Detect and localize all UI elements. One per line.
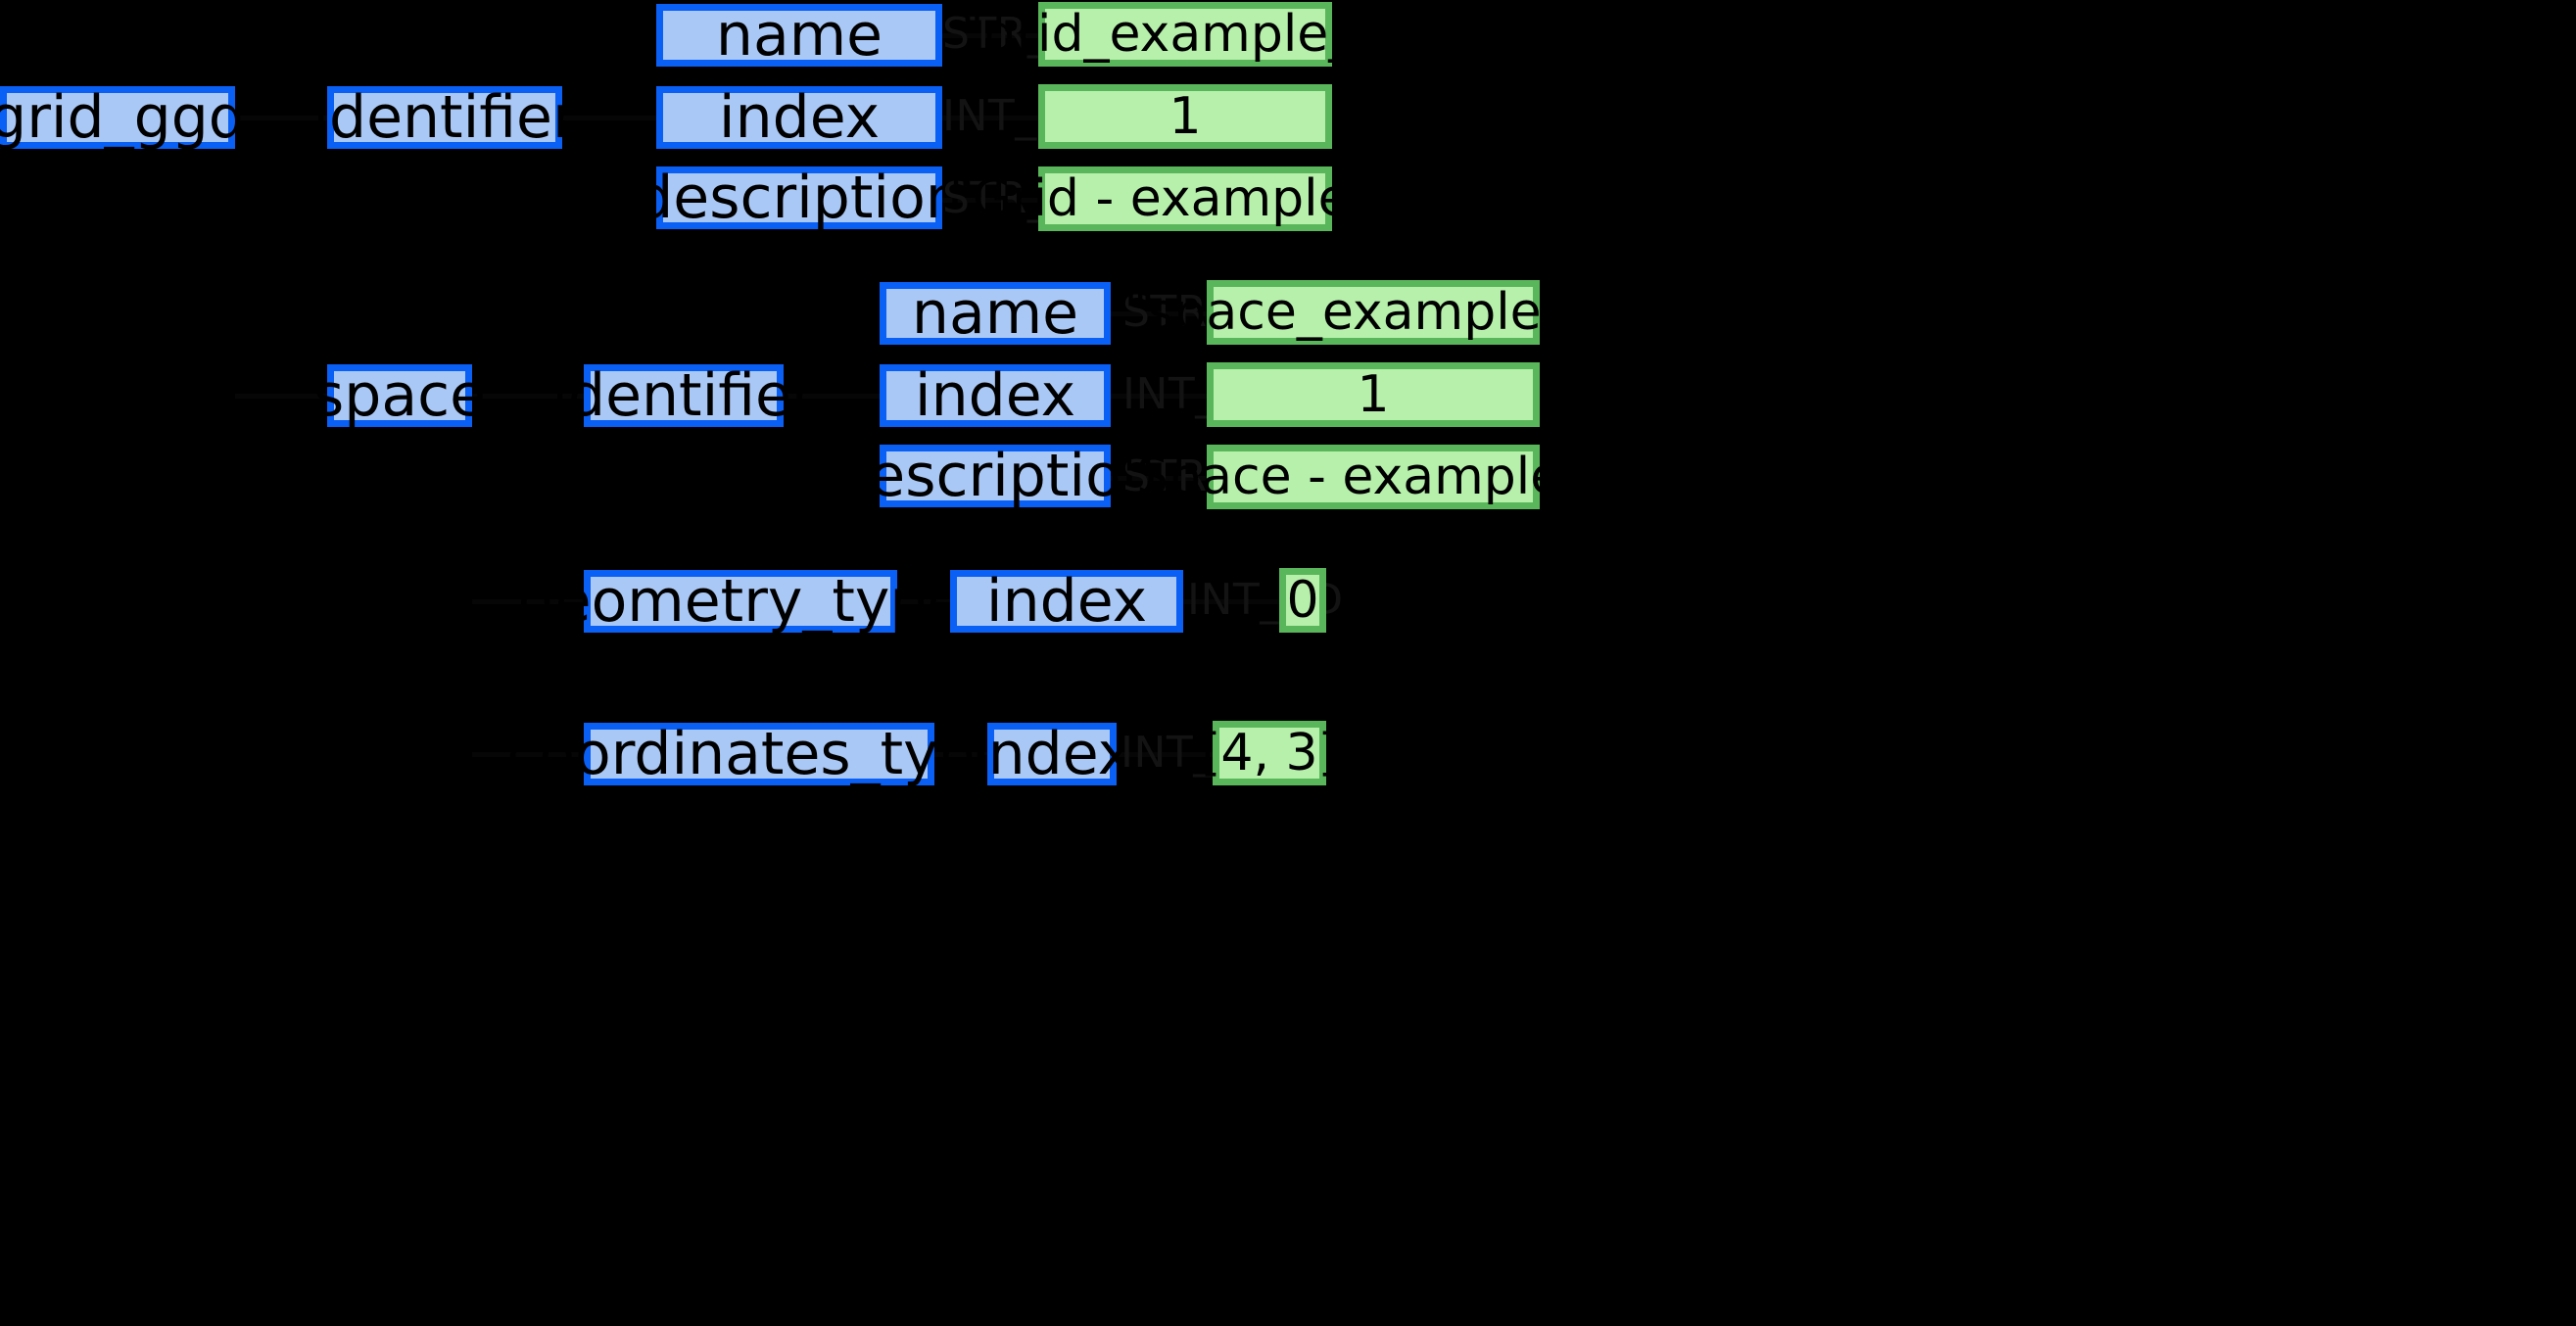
edge-index3-value <box>1183 599 1279 604</box>
node-coordinates-type[interactable]: coordinates_type <box>506 723 1012 785</box>
edge-description1-value <box>942 198 1038 203</box>
node-identifier-space-label: identifier <box>551 361 816 430</box>
value-grid-name[interactable]: "grid_example_4" <box>961 2 1409 67</box>
value-coordinates-type-index[interactable]: [4, 3] <box>1201 721 1338 785</box>
node-index-space-label: index <box>914 361 1076 430</box>
value-space-name[interactable]: "space_example_4" <box>1123 280 1623 345</box>
value-space-description-text: "Space - example 4" <box>1113 448 1634 506</box>
node-index-grid[interactable]: index <box>656 86 942 149</box>
edge-gridggd-space <box>235 394 329 399</box>
edge-name1-value <box>940 33 1038 38</box>
edge-index1-value <box>940 116 1038 120</box>
node-description-grid[interactable]: description <box>636 166 963 229</box>
value-grid-index[interactable]: 1 <box>1038 84 1332 149</box>
node-coordinates-type-label: coordinates_type <box>506 720 1012 788</box>
edge-index2-value <box>1111 394 1207 399</box>
value-space-index[interactable]: 1 <box>1207 362 1540 427</box>
node-index-coordinates-type-label: index <box>971 720 1133 788</box>
edge-geometrytype-index3 <box>897 599 952 604</box>
node-index-grid-label: index <box>718 83 881 152</box>
node-name-space[interactable]: name <box>880 282 1111 345</box>
node-grid-ggd-label: grid_ggd <box>0 83 246 152</box>
edge-space-geometrytype <box>472 599 586 604</box>
node-description-grid-label: description <box>636 164 963 232</box>
node-name-grid[interactable]: name <box>656 4 942 67</box>
value-space-index-text: 1 <box>1357 365 1390 424</box>
node-description-space-label: description <box>832 442 1159 510</box>
value-grid-index-text: 1 <box>1169 87 1202 146</box>
node-name-grid-label: name <box>715 1 883 70</box>
node-name-space-label: name <box>911 279 1079 348</box>
edge-identifier1-description1 <box>560 116 658 120</box>
edge-name2-value <box>1111 311 1207 316</box>
edge-space-coordinatestype <box>472 752 586 757</box>
edge-index4-value <box>1117 752 1213 757</box>
node-geometry-type-label: geometry_type <box>517 567 964 636</box>
node-geometry-type[interactable]: geometry_type <box>518 570 963 633</box>
node-identifier-grid[interactable]: identifier <box>312 86 577 149</box>
node-space[interactable]: space <box>313 364 486 427</box>
node-identifier-grid-label: identifier <box>312 83 577 152</box>
node-space-label: space <box>313 361 487 430</box>
edge-identifier2-description2 <box>784 394 882 399</box>
node-grid-ggd[interactable]: grid_ggd <box>0 86 246 149</box>
node-index-coordinates-type[interactable]: index <box>972 723 1132 785</box>
edge-space-identifier2 <box>472 394 586 399</box>
value-coordinates-type-index-text: [4, 3] <box>1201 724 1338 782</box>
value-grid-name-text: "grid_example_4" <box>960 5 1410 64</box>
value-grid-description-text: "Grid - example 4" <box>948 169 1422 228</box>
node-index-space[interactable]: index <box>880 364 1111 427</box>
value-grid-description[interactable]: "Grid - example 4" <box>949 166 1421 231</box>
value-geometry-type-index-text: 0 <box>1286 571 1319 630</box>
edge-gridggd-identifier1 <box>235 116 329 120</box>
value-space-name-text: "space_example_4" <box>1123 283 1623 342</box>
edge-coordinatestype-index4 <box>934 752 989 757</box>
node-identifier-space[interactable]: identifier <box>551 364 816 427</box>
node-index-geometry-type[interactable]: index <box>950 570 1183 633</box>
node-description-space[interactable]: description <box>832 445 1159 507</box>
value-geometry-type-index[interactable]: 0 <box>1279 568 1326 633</box>
node-index-geometry-type-label: index <box>985 567 1148 636</box>
value-space-description[interactable]: "Space - example 4" <box>1113 445 1634 509</box>
edge-description2-value <box>1111 476 1207 481</box>
